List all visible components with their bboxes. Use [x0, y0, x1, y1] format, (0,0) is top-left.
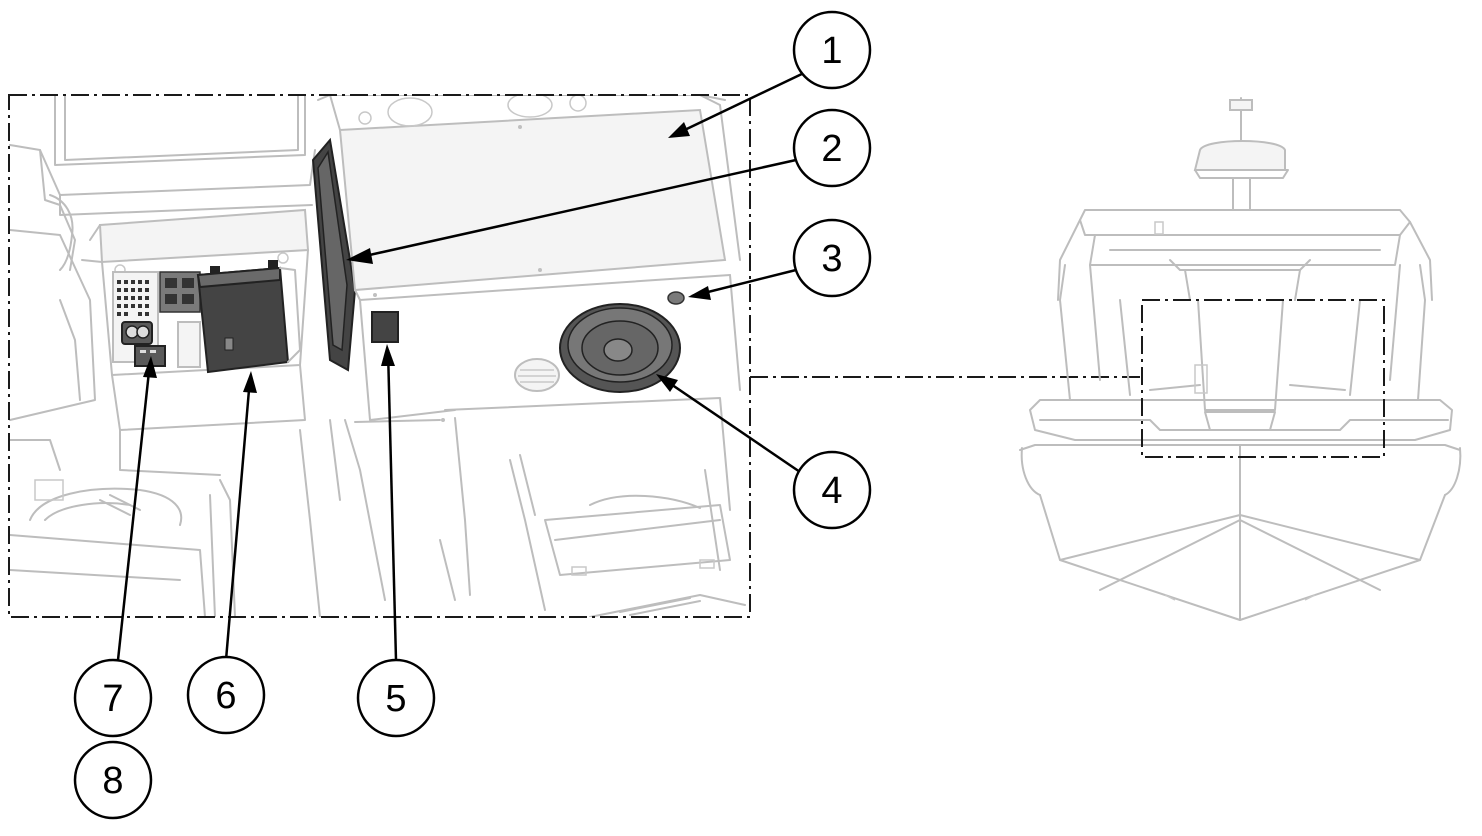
circuit-breaker	[121, 321, 166, 367]
callout-label-8: 8	[102, 760, 123, 802]
callout-label-2: 2	[821, 128, 842, 170]
boat-overview	[1019, 97, 1462, 621]
callout-7: 7	[73, 658, 153, 738]
leader-line-4	[661, 376, 801, 474]
arrowhead-7	[143, 356, 157, 378]
callout-4: 4	[792, 450, 872, 530]
callout-8: 8	[73, 740, 153, 820]
detail-frame	[8, 94, 751, 618]
relay-block	[159, 271, 201, 313]
arrowhead-1	[668, 122, 690, 138]
console-body	[317, 95, 746, 617]
battery	[177, 260, 301, 374]
leader-lines	[116, 70, 807, 661]
side-panel-item-2	[311, 137, 357, 372]
callout-label-7: 7	[102, 678, 123, 720]
callout-1: 1	[792, 10, 872, 90]
leader-line-1	[671, 70, 807, 138]
electrical-compartment	[81, 208, 310, 431]
windshield-frame	[39, 95, 316, 216]
arrowhead-6	[243, 371, 257, 393]
arrowhead-2	[346, 248, 373, 264]
callout-3: 3	[792, 218, 872, 298]
overview-detail-box	[1141, 299, 1385, 458]
callout-6: 6	[186, 655, 266, 735]
leader-line-6	[224, 377, 252, 661]
arrowhead-3	[688, 286, 711, 300]
lower-left-helm	[9, 419, 341, 617]
leader-line-3	[691, 268, 797, 298]
leader-line-5	[386, 349, 398, 661]
radar-dome	[1193, 97, 1289, 211]
callouts: 1 2 3 4 5 6 7 8	[73, 10, 872, 820]
callout-label-6: 6	[215, 675, 236, 717]
leader-line-2	[355, 158, 797, 260]
switch-item-5	[371, 311, 399, 343]
indicator-item-3	[667, 291, 685, 305]
callout-label-3: 3	[821, 238, 842, 280]
callout-label-1: 1	[821, 30, 842, 72]
fuse-panel	[112, 271, 166, 367]
arrowhead-4	[656, 374, 678, 392]
leader-line-7	[116, 361, 152, 661]
detail-view	[9, 95, 746, 617]
callout-5: 5	[356, 658, 436, 738]
callout-label-4: 4	[821, 470, 842, 512]
speaker-item-4	[559, 303, 681, 393]
callout-label-5: 5	[385, 678, 406, 720]
arrowhead-5	[381, 344, 395, 366]
callout-2: 2	[792, 108, 872, 188]
left-handrail	[9, 144, 96, 471]
